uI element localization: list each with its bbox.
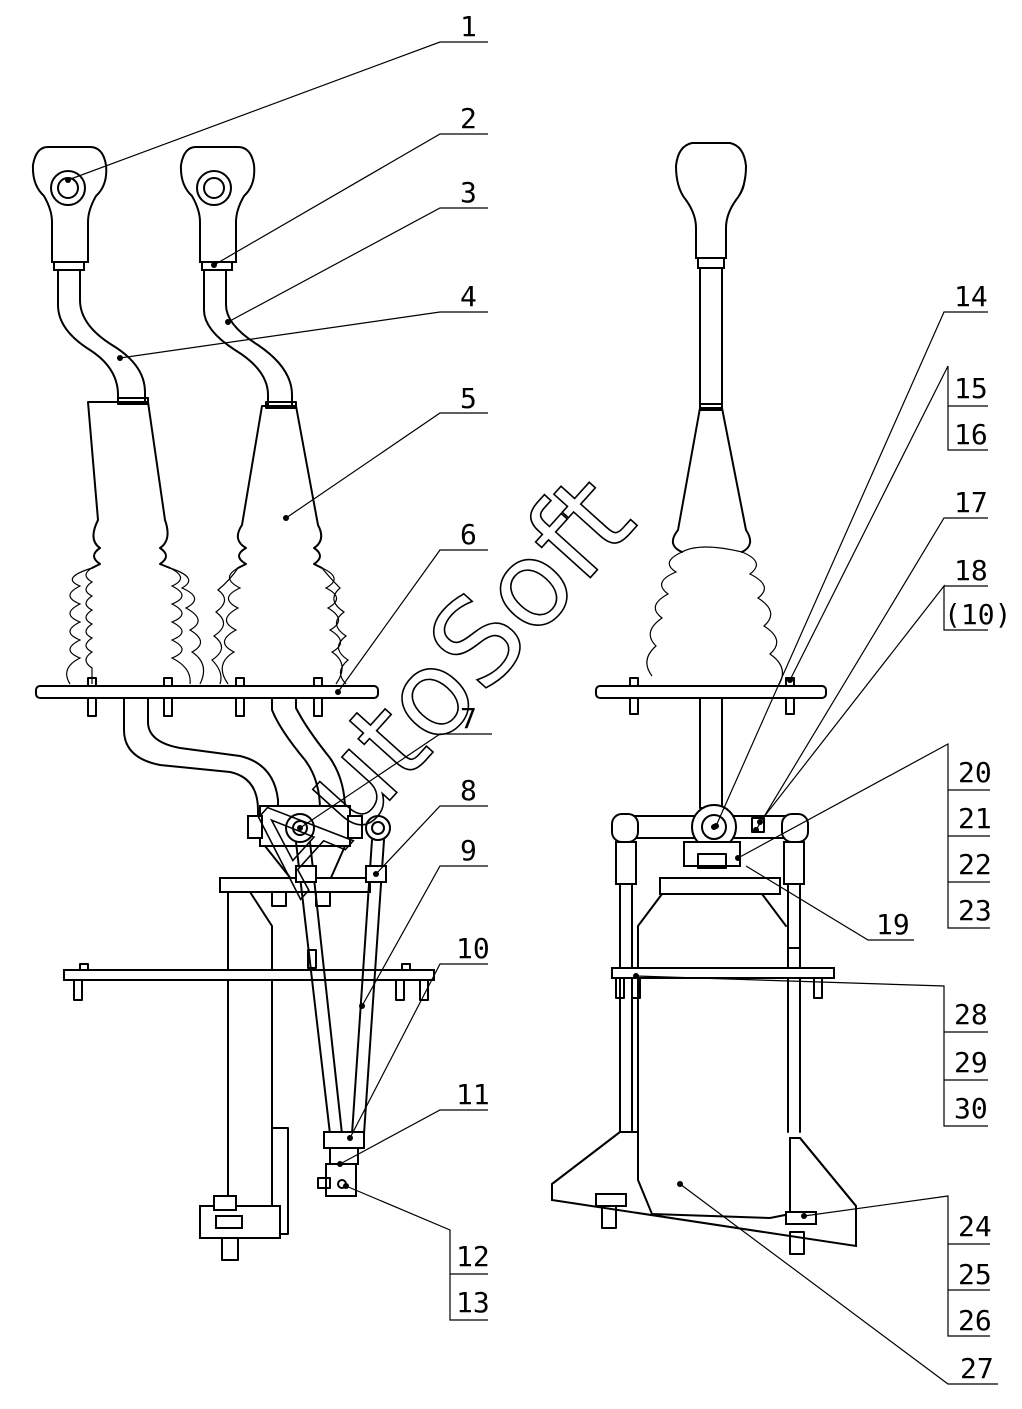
label-25: 25 — [958, 1258, 992, 1291]
label-13: 13 — [456, 1286, 490, 1319]
left-pivot — [247, 805, 391, 881]
label-8: 8 — [460, 774, 477, 807]
label-10: 10 — [456, 932, 490, 965]
right-knob — [674, 142, 748, 259]
label-12: 12 — [456, 1240, 490, 1273]
label-7: 7 — [460, 702, 477, 735]
label-5: 5 — [460, 382, 477, 415]
left-boot-a — [66, 397, 205, 685]
label-17: 17 — [954, 486, 988, 519]
label-27: 27 — [960, 1352, 994, 1385]
label-19: 19 — [876, 908, 910, 941]
leader-lines — [65, 41, 998, 1385]
part-numbers: 1 2 3 4 5 6 7 8 9 10 11 12 13 14 15 16 1… — [456, 10, 1011, 1385]
left-plate-bolts — [87, 677, 323, 717]
label-4: 4 — [460, 280, 477, 313]
label-11: 11 — [456, 1078, 490, 1111]
label-15: 15 — [954, 372, 988, 405]
left-knob-a — [31, 146, 108, 271]
label-29: 29 — [954, 1046, 988, 1079]
label-18: 18 — [954, 554, 988, 587]
right-view — [551, 142, 857, 1255]
label-21: 21 — [958, 802, 992, 835]
label-24: 24 — [958, 1210, 992, 1243]
left-boot-b — [211, 401, 349, 685]
label-22: 22 — [958, 848, 992, 881]
label-18-ref: (10) — [944, 598, 1011, 631]
label-2: 2 — [460, 102, 477, 135]
left-knob-b — [179, 146, 256, 271]
label-16: 16 — [954, 418, 988, 451]
label-28: 28 — [954, 998, 988, 1031]
left-view — [31, 146, 435, 1261]
label-26: 26 — [958, 1304, 992, 1337]
label-14: 14 — [954, 280, 988, 313]
label-9: 9 — [460, 834, 477, 867]
label-3: 3 — [460, 176, 477, 209]
label-6: 6 — [460, 518, 477, 551]
left-plate — [35, 685, 379, 699]
label-23: 23 — [958, 894, 992, 927]
label-30: 30 — [954, 1092, 988, 1125]
label-1: 1 — [460, 10, 477, 43]
label-20: 20 — [958, 756, 992, 789]
